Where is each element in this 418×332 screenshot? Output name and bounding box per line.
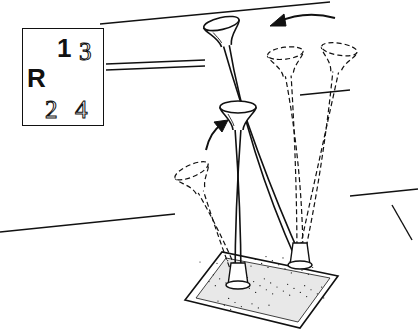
gear-position-label: 1 (57, 35, 71, 61)
panel-trim (106, 60, 205, 70)
rear-lever (202, 14, 303, 262)
gear-position-label: R (27, 65, 46, 91)
gear-position-label: 2 (45, 97, 58, 122)
floor-edge (0, 189, 418, 232)
panel-line (300, 90, 350, 95)
motion-arrows (206, 14, 335, 150)
front-lever (220, 101, 256, 282)
base-plate (185, 252, 338, 328)
levers (173, 14, 358, 289)
floor-corner (392, 205, 412, 240)
panel-lines (0, 2, 418, 240)
gear-position-label: 4 (75, 97, 88, 122)
lever-boot (288, 243, 312, 269)
rear-lever-ghost (297, 40, 358, 262)
shift-pattern-plate: 13R 24 (22, 28, 104, 126)
rear-lever-ghost (267, 45, 306, 262)
gear-position-label: 3 (79, 39, 92, 64)
lever-boot (226, 263, 250, 289)
